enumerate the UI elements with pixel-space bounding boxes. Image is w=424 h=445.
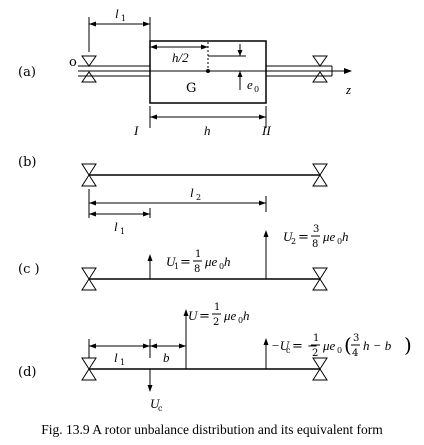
- panel-c-label: (c ): [18, 262, 40, 277]
- dim-l1-d-label: l: [114, 350, 118, 365]
- svg-text:1: 1: [313, 333, 319, 344]
- panel-a: (a) l 1 o z h/2: [18, 6, 352, 138]
- figure-caption: Fig. 13.9 A rotor unbalance distribution…: [41, 422, 383, 437]
- h-label: h: [204, 123, 211, 138]
- svg-text:=: =: [199, 309, 210, 324]
- svg-text:c: c: [286, 346, 291, 355]
- rotor-disk: [149, 40, 267, 104]
- svg-text:2: 2: [196, 193, 201, 202]
- svg-text:μe: μe: [322, 229, 336, 244]
- right-bearing-bottom: [312, 71, 328, 83]
- svg-text:μe: μe: [204, 254, 218, 269]
- z-axis-label: z: [345, 82, 351, 97]
- svg-text:8: 8: [312, 239, 318, 250]
- svg-text:0: 0: [337, 346, 342, 355]
- svg-text:8: 8: [194, 264, 200, 275]
- svg-text:h: h: [243, 308, 250, 323]
- panel-c: (c ) U 1 = 1 8 μe 0 h U 2 = 3 8 μe 0 h: [18, 224, 349, 291]
- svg-text:4: 4: [352, 348, 358, 359]
- section-II-label: II: [261, 123, 271, 138]
- svg-text:=: =: [180, 255, 191, 270]
- U1-symbol: U: [166, 254, 177, 269]
- panel-b-label: (b): [18, 155, 36, 170]
- mass-center-dot: [206, 69, 210, 73]
- svg-text:1: 1: [121, 14, 126, 23]
- svg-text:1: 1: [195, 249, 201, 260]
- left-bearing-top: [81, 55, 97, 67]
- svg-text:=: =: [298, 230, 309, 245]
- Uc-symbol: U: [150, 396, 161, 411]
- half-h-label: h/2: [172, 50, 189, 65]
- dim-l1-b-label: l: [114, 219, 118, 234]
- panel-d-label: (d): [18, 365, 36, 380]
- svg-text:μe: μe: [223, 308, 237, 323]
- left-bearing-bottom: [81, 71, 97, 83]
- svg-text:(: (: [344, 333, 352, 357]
- svg-text:h: h: [342, 229, 349, 244]
- center-label: G: [186, 81, 196, 96]
- svg-text:1: 1: [214, 302, 220, 313]
- svg-text:2: 2: [213, 317, 219, 328]
- svg-text:h − b: h − b: [363, 338, 392, 353]
- svg-text:= −: = −: [292, 339, 318, 354]
- dim-l2-label: l: [190, 185, 194, 200]
- panel-d: (d) U = 1 2 μe 0 h U c −U c = − 1 2 μe 0…: [18, 302, 412, 413]
- svg-text:μe: μe: [322, 338, 336, 353]
- svg-text:3: 3: [353, 333, 359, 344]
- svg-text:2: 2: [312, 348, 318, 359]
- origin-label: o: [69, 55, 77, 70]
- svg-text:0: 0: [219, 262, 224, 271]
- minus-Uc-symbol: −U: [271, 338, 291, 353]
- svg-text:2: 2: [291, 237, 296, 246]
- svg-text:1: 1: [120, 358, 125, 367]
- svg-text:0: 0: [238, 316, 243, 325]
- panel-a-label: (a): [18, 65, 36, 80]
- dim-b-label: b: [163, 350, 170, 365]
- section-I-label: I: [133, 123, 139, 138]
- U2-symbol: U: [283, 229, 294, 244]
- panel-b: (b) l 2 l 1: [18, 155, 328, 236]
- svg-text:3: 3: [313, 224, 319, 235]
- svg-text:1: 1: [174, 262, 179, 271]
- svg-text:0: 0: [254, 85, 259, 94]
- svg-text:c: c: [158, 404, 163, 413]
- svg-text:1: 1: [120, 227, 125, 236]
- right-bearing-top: [312, 55, 328, 67]
- svg-text:h: h: [224, 254, 231, 269]
- dim-l1-label: l: [115, 6, 119, 21]
- svg-text:): ): [404, 333, 412, 357]
- e0-label: e: [247, 77, 253, 92]
- svg-text:0: 0: [337, 237, 342, 246]
- U-symbol: U: [188, 308, 199, 323]
